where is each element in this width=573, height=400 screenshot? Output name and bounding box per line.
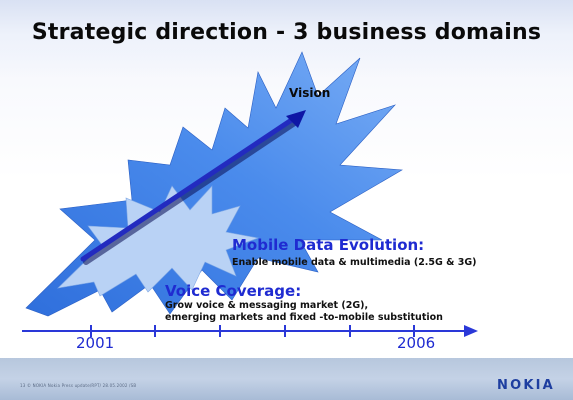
mobile-data-evolution-description: Enable mobile data & multimedia (2.5G & …	[232, 257, 477, 268]
voice-coverage-title: Voice Coverage:	[165, 282, 302, 300]
vision-label: Vision	[289, 86, 331, 100]
voice-coverage-line-2: emerging markets and fixed -to-mobile su…	[165, 311, 443, 323]
footer-text: 13 © NOKIA Nokia Press update/RPT/ 28.05…	[20, 383, 137, 388]
title-band	[0, 0, 573, 78]
footer-band	[0, 358, 573, 400]
voice-coverage-description: Grow voice & messaging market (2G), emer…	[165, 300, 443, 323]
slide-title: Strategic direction - 3 business domains	[31, 20, 542, 45]
mobile-data-evolution-title: Mobile Data Evolution:	[232, 236, 425, 254]
timeline-start-year: 2001	[76, 334, 115, 352]
vision-arrow-head	[286, 110, 306, 128]
timeline-end-year: 2006	[397, 334, 436, 352]
timeline-arrowhead	[464, 325, 478, 337]
vision-arrow-shaft	[80, 116, 296, 262]
nokia-logo: NOKIA	[497, 378, 555, 393]
mobile-data-burst-shape	[57, 185, 260, 297]
voice-coverage-line-1: Grow voice & messaging market (2G),	[165, 300, 369, 311]
timeline-ticks	[90, 325, 415, 337]
vision-arrow-shadow	[83, 119, 299, 265]
